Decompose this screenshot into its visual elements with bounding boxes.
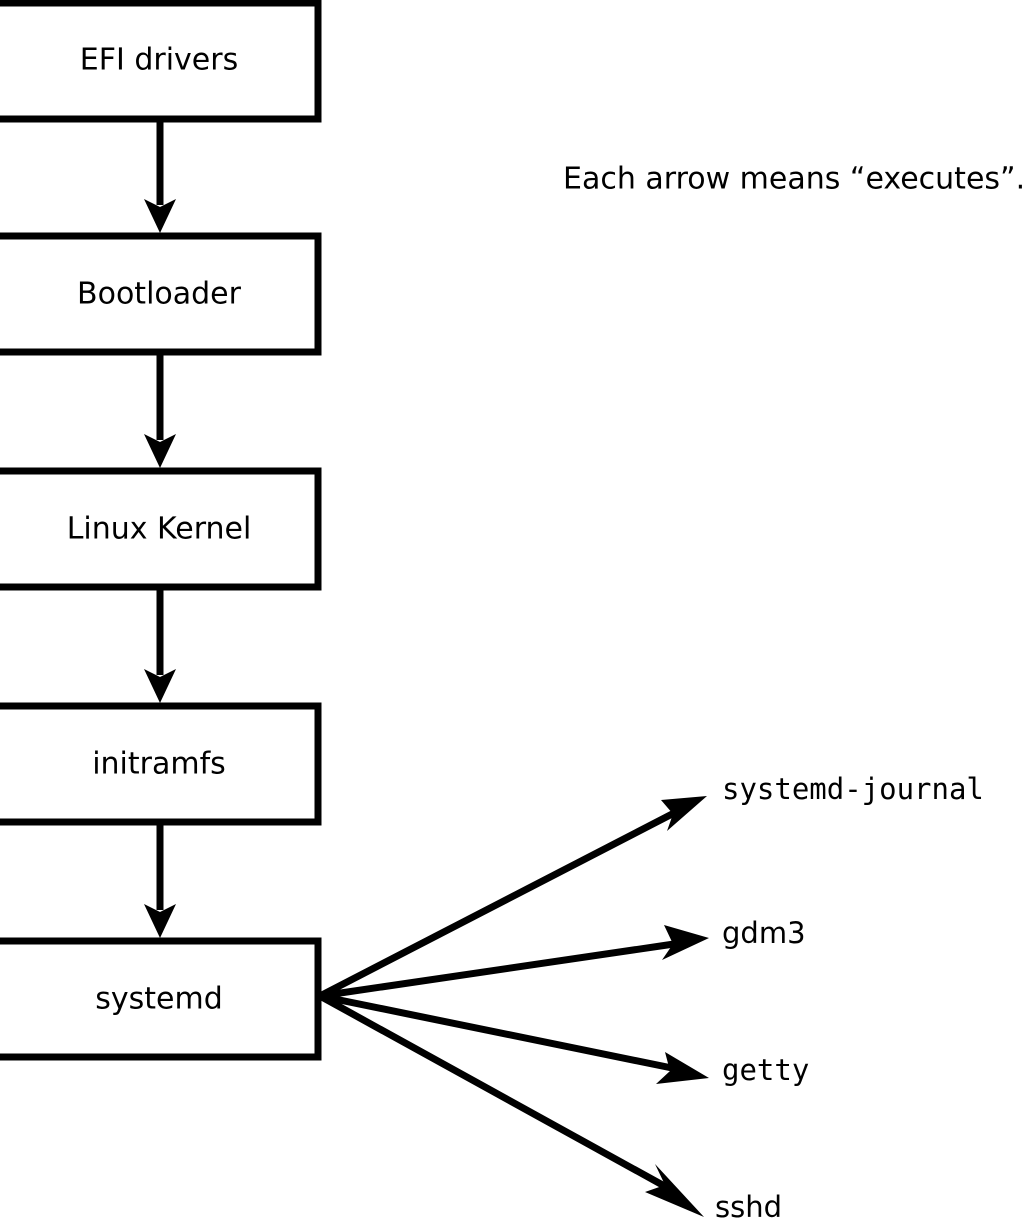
node-box-initramfs[interactable]	[0, 702, 322, 826]
arrowhead-icon	[656, 1052, 709, 1084]
arrow-systemd-to-getty	[319, 992, 709, 1084]
arrowhead-icon	[144, 669, 176, 703]
arrowhead-icon	[144, 199, 176, 233]
node-label-initramfs: initramfs	[92, 747, 226, 782]
node-box-linux-kernel[interactable]	[0, 467, 322, 591]
arrow-systemd-to-sshd	[318, 992, 704, 1217]
node-label-linux-kernel: Linux Kernel	[67, 512, 252, 547]
node-label-efi-drivers: EFI drivers	[80, 43, 238, 78]
arrow-initramfs-to-systemd	[144, 822, 176, 938]
arrow-systemd-to-systemd-journal	[318, 796, 707, 1000]
process-label-gdm3: gdm3	[722, 916, 806, 950]
arrow-bootloader-to-linux-kernel	[144, 352, 176, 468]
arrow-systemd-to-gdm3	[319, 925, 709, 1000]
node-label-systemd: systemd	[95, 982, 223, 1017]
node-box-efi-drivers[interactable]	[0, 0, 322, 123]
node-box-systemd[interactable]	[0, 937, 322, 1061]
arrowhead-icon	[661, 796, 707, 831]
process-label-getty: getty	[722, 1053, 809, 1087]
arrow-linux-kernel-to-initramfs	[144, 587, 176, 703]
process-label-sshd: sshd	[715, 1190, 782, 1224]
arrowhead-icon	[645, 1164, 704, 1217]
arrowhead-icon	[144, 904, 176, 938]
node-label-bootloader: Bootloader	[77, 277, 242, 312]
arrowhead-icon	[144, 434, 176, 468]
diagram-caption: Each arrow means “executes”.	[563, 162, 1023, 197]
process-label-systemd-journal: systemd-journal	[722, 772, 984, 806]
node-box-bootloader[interactable]	[0, 232, 322, 356]
arrowhead-icon	[662, 925, 709, 960]
arrow-efi-drivers-to-bootloader	[144, 119, 176, 233]
